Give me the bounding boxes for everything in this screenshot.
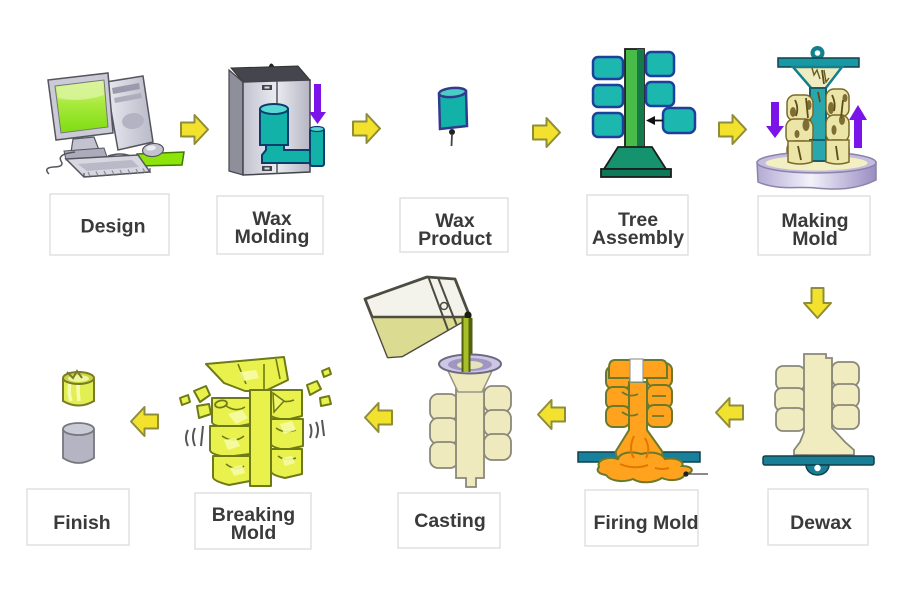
svg-text:Mold: Mold [792,228,837,250]
svg-text:Dewax: Dewax [790,512,852,534]
svg-text:Finish: Finish [53,512,110,534]
svg-text:Firing Mold: Firing Mold [593,512,698,534]
svg-text:Tree: Tree [618,209,658,231]
svg-text:Molding: Molding [235,226,310,248]
svg-text:Wax: Wax [435,210,475,232]
svg-text:Product: Product [418,228,492,250]
svg-text:Making: Making [781,210,848,232]
svg-text:Wax: Wax [252,208,292,230]
svg-text:Design: Design [80,216,145,238]
svg-text:Assembly: Assembly [592,227,684,249]
svg-text:Mold: Mold [231,522,276,544]
svg-text:Breaking: Breaking [212,504,295,526]
svg-text:Casting: Casting [414,510,486,532]
